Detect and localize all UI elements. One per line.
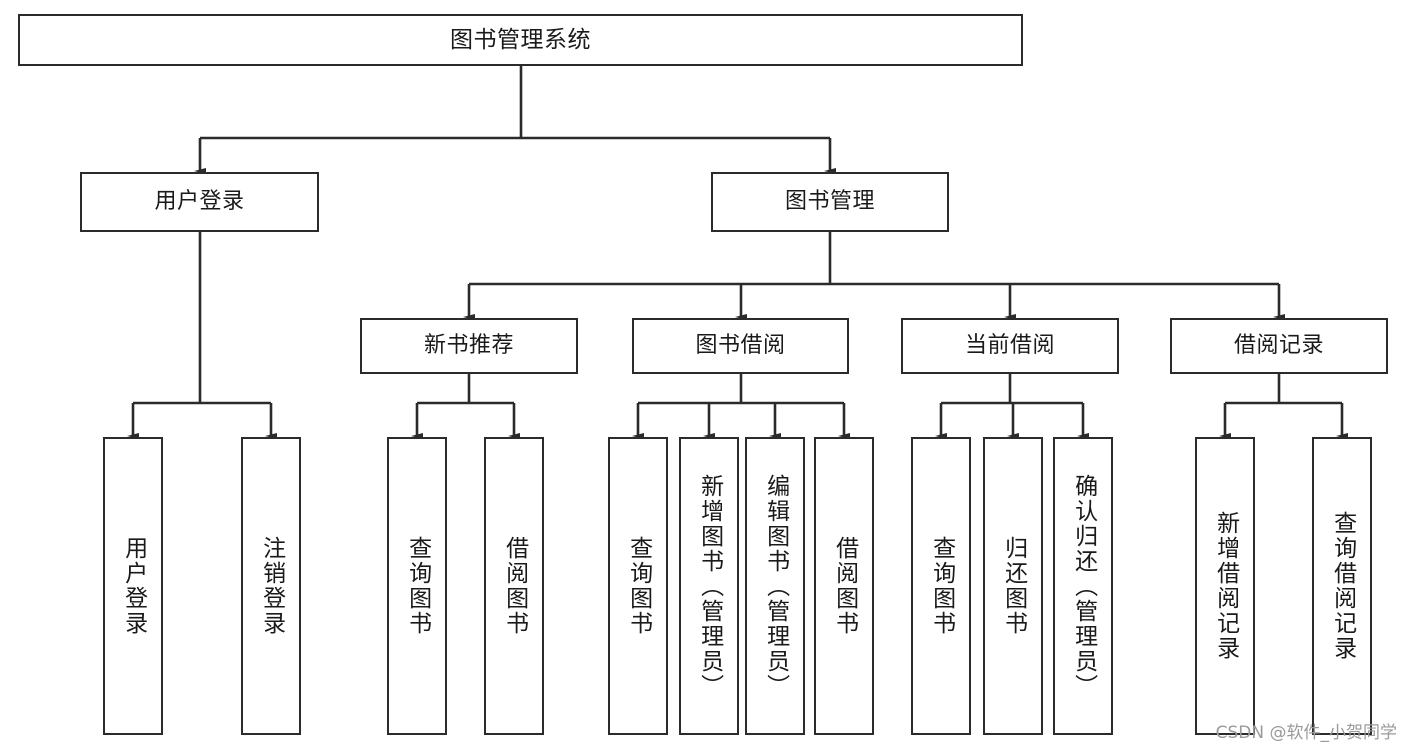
watermark: CSDN @软件_小贺同学 [1215, 723, 1397, 743]
node-leaf-edit-book-label: 编辑图书（管理员） [762, 473, 789, 699]
node-root-label: 图书管理系统 [450, 26, 591, 53]
node-leaf-query-book-rec-label: 查询图书 [404, 536, 431, 636]
node-leaf-user-login[interactable]: 用户登录 [103, 437, 163, 735]
node-leaf-query-book-borrow[interactable]: 查询图书 [608, 437, 668, 735]
node-leaf-user-logout[interactable]: 注销登录 [241, 437, 301, 735]
node-user-login-label: 用户登录 [154, 188, 245, 214]
node-leaf-borrow-book-label: 借阅图书 [831, 536, 858, 636]
node-book-manage-label: 图书管理 [784, 188, 875, 214]
node-book-manage[interactable]: 图书管理 [711, 172, 949, 232]
node-leaf-query-book-cur-label: 查询图书 [928, 536, 955, 636]
node-root[interactable]: 图书管理系统 [18, 14, 1023, 66]
node-leaf-edit-book[interactable]: 编辑图书（管理员） [745, 437, 805, 735]
node-leaf-add-book-label: 新增图书（管理员） [696, 473, 723, 699]
node-leaf-add-record-label: 新增借阅记录 [1212, 511, 1239, 661]
node-borrow-record-label: 借阅记录 [1233, 332, 1324, 358]
node-leaf-confirm-return-label: 确认归还（管理员） [1070, 473, 1097, 699]
node-leaf-return-book-label: 归还图书 [1000, 536, 1027, 636]
node-leaf-add-book[interactable]: 新增图书（管理员） [679, 437, 739, 735]
node-current-borrow[interactable]: 当前借阅 [901, 318, 1119, 374]
node-new-book-recommend-label: 新书推荐 [423, 332, 514, 358]
node-leaf-borrow-book[interactable]: 借阅图书 [814, 437, 874, 735]
node-book-borrow-label: 图书借阅 [695, 332, 786, 358]
node-leaf-borrow-book-rec[interactable]: 借阅图书 [484, 437, 544, 735]
node-leaf-borrow-book-rec-label: 借阅图书 [501, 536, 528, 636]
node-leaf-confirm-return[interactable]: 确认归还（管理员） [1053, 437, 1113, 735]
node-leaf-query-record-label: 查询借阅记录 [1329, 511, 1356, 661]
node-user-login[interactable]: 用户登录 [80, 172, 319, 232]
node-leaf-query-book-rec[interactable]: 查询图书 [387, 437, 447, 735]
node-leaf-add-record[interactable]: 新增借阅记录 [1195, 437, 1255, 735]
node-leaf-return-book[interactable]: 归还图书 [983, 437, 1043, 735]
node-leaf-query-record[interactable]: 查询借阅记录 [1312, 437, 1372, 735]
node-leaf-query-book-cur[interactable]: 查询图书 [911, 437, 971, 735]
node-current-borrow-label: 当前借阅 [964, 332, 1055, 358]
node-leaf-user-logout-label: 注销登录 [258, 536, 285, 636]
node-book-borrow[interactable]: 图书借阅 [632, 318, 849, 374]
node-new-book-recommend[interactable]: 新书推荐 [360, 318, 578, 374]
node-leaf-query-book-borrow-label: 查询图书 [625, 536, 652, 636]
node-borrow-record[interactable]: 借阅记录 [1170, 318, 1388, 374]
node-leaf-user-login-label: 用户登录 [120, 536, 147, 636]
